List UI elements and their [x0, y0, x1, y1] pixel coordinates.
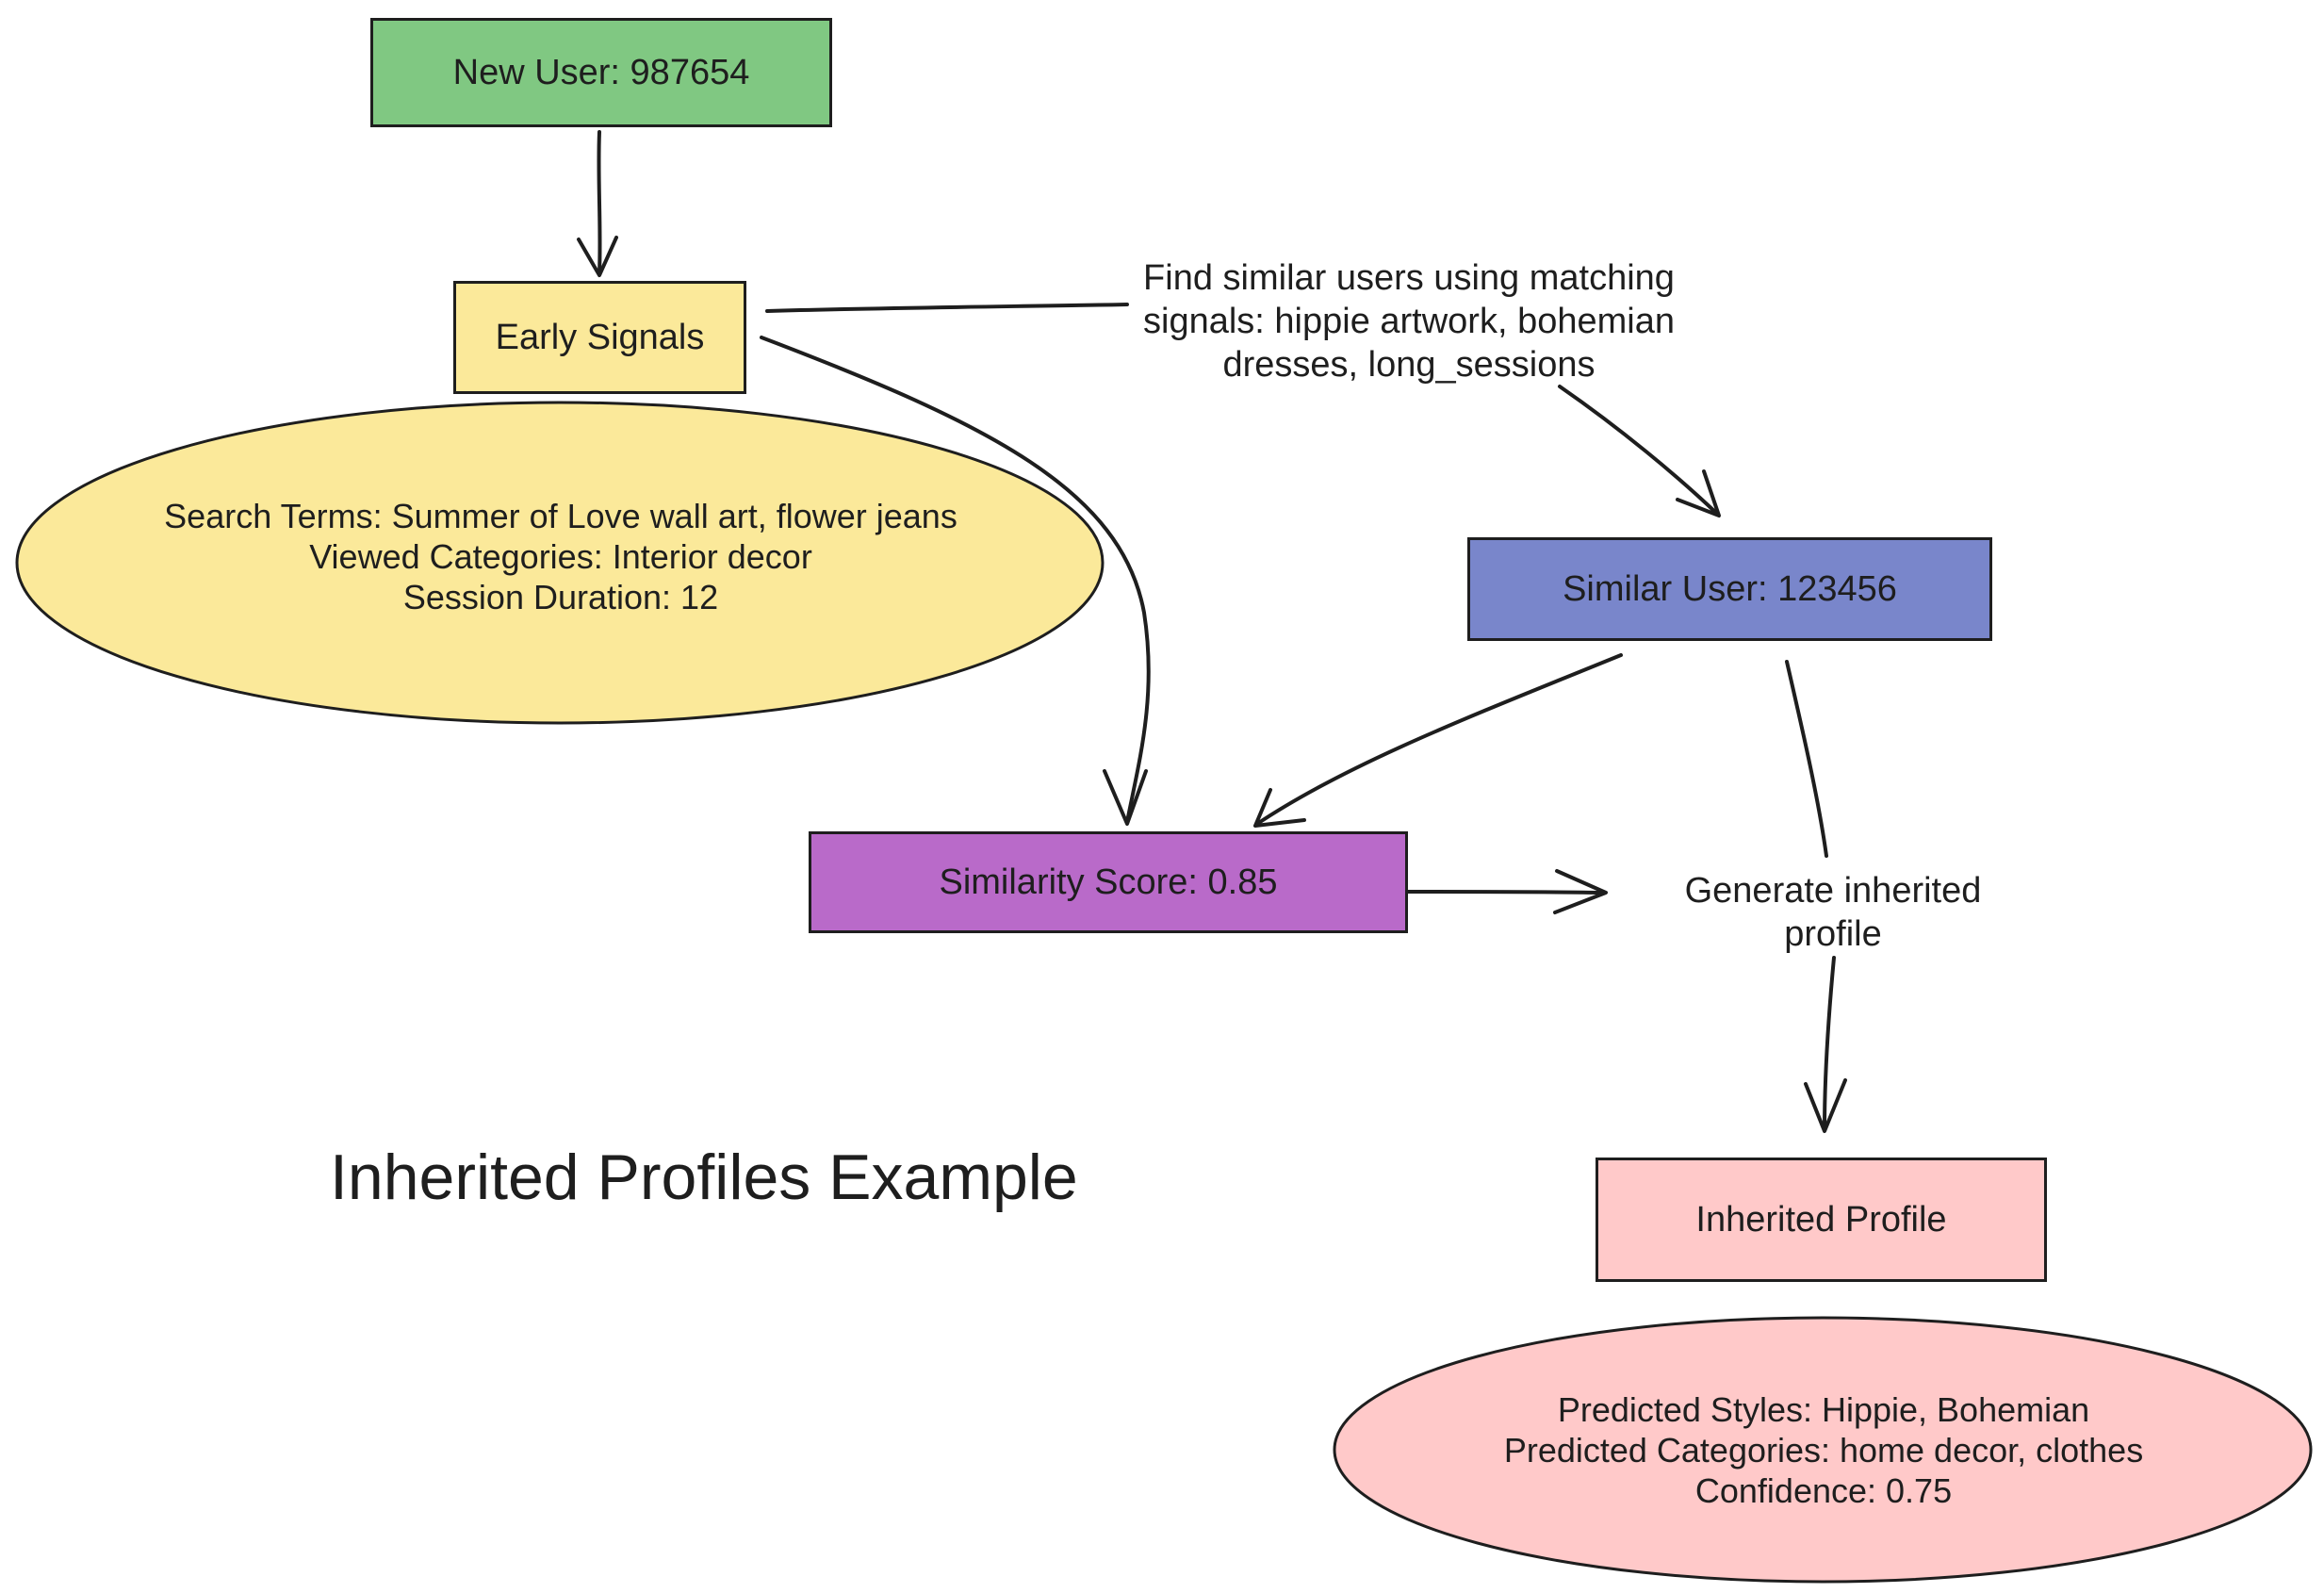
generate-line-2: profile — [1784, 914, 1882, 954]
signals-line-viewed-categories: Viewed Categories: Interior decor — [309, 536, 812, 576]
arrowhead-similar-user-to-similarity-score — [1253, 788, 1306, 828]
signals-line-session-duration: Session Duration: 12 — [402, 577, 719, 616]
line-early-signals-to-find-label — [765, 303, 1129, 313]
profile-ellipse-shape — [1333, 1316, 2313, 1584]
arrowhead-similarity-score-to-generate-label — [1553, 869, 1608, 914]
node-inherited-profile: Inherited Profile — [1596, 1158, 2047, 1282]
find-similar-line-2: signals: hippie artwork, bohemian — [1143, 302, 1675, 341]
signals-ellipse-text: Search Terms: Summer of Love wall art, f… — [66, 490, 1056, 622]
generate-line-1: Generate inherited — [1684, 871, 1982, 911]
arrow-new-user-to-early-signals — [597, 130, 602, 275]
find-similar-line-3: dresses, long_sessions — [1222, 345, 1596, 385]
arrow-early-signals-to-similarity-score — [760, 336, 1151, 824]
arrowhead-early-signals-to-similarity-score — [1103, 769, 1148, 826]
arrowhead-new-user-to-early-signals — [577, 236, 618, 277]
arrow-similar-user-to-similarity-score — [1255, 653, 1623, 826]
arrow-find-label-to-similar-user — [1558, 385, 1719, 516]
profile-line-predicted-categories: Predicted Categories: home decor, clothe… — [1503, 1430, 2144, 1470]
edge-label-find-similar: Find similar users using matching signal… — [1084, 256, 1734, 386]
arrowhead-generate-label-to-inherited-profile — [1804, 1078, 1847, 1133]
arrow-generate-label-to-inherited-profile — [1823, 956, 1836, 1131]
profile-line-predicted-styles: Predicted Styles: Hippie, Bohemian — [1557, 1389, 2090, 1429]
node-early-signals-label: Early Signals — [495, 317, 705, 357]
node-similar-user: Similar User: 123456 — [1467, 537, 1992, 641]
signals-line-search-terms: Search Terms: Summer of Love wall art, f… — [164, 496, 957, 535]
node-new-user: New User: 987654 — [370, 18, 832, 127]
edge-label-generate: Generate inherited profile — [1630, 869, 2036, 956]
node-similarity-score-label: Similarity Score: 0.85 — [939, 862, 1278, 902]
arrow-similarity-score-to-generate-label — [1404, 890, 1606, 895]
find-similar-line-1: Find similar users using matching — [1143, 258, 1675, 298]
node-early-signals: Early Signals — [453, 281, 746, 394]
node-new-user-label: New User: 987654 — [452, 52, 750, 92]
diagram-title: Inherited Profiles Example — [330, 1141, 1078, 1213]
line-similar-user-to-generate-label — [1785, 660, 1828, 858]
signals-ellipse-shape — [15, 401, 1105, 725]
profile-ellipse-text: Predicted Styles: Hippie, Bohemian Predi… — [1376, 1384, 2271, 1516]
node-similar-user-label: Similar User: 123456 — [1563, 568, 1897, 609]
node-similarity-score: Similarity Score: 0.85 — [809, 831, 1408, 933]
profile-line-confidence: Confidence: 0.75 — [1694, 1470, 1953, 1510]
arrowhead-find-label-to-similar-user — [1676, 469, 1721, 517]
node-inherited-profile-label: Inherited Profile — [1695, 1199, 1947, 1240]
